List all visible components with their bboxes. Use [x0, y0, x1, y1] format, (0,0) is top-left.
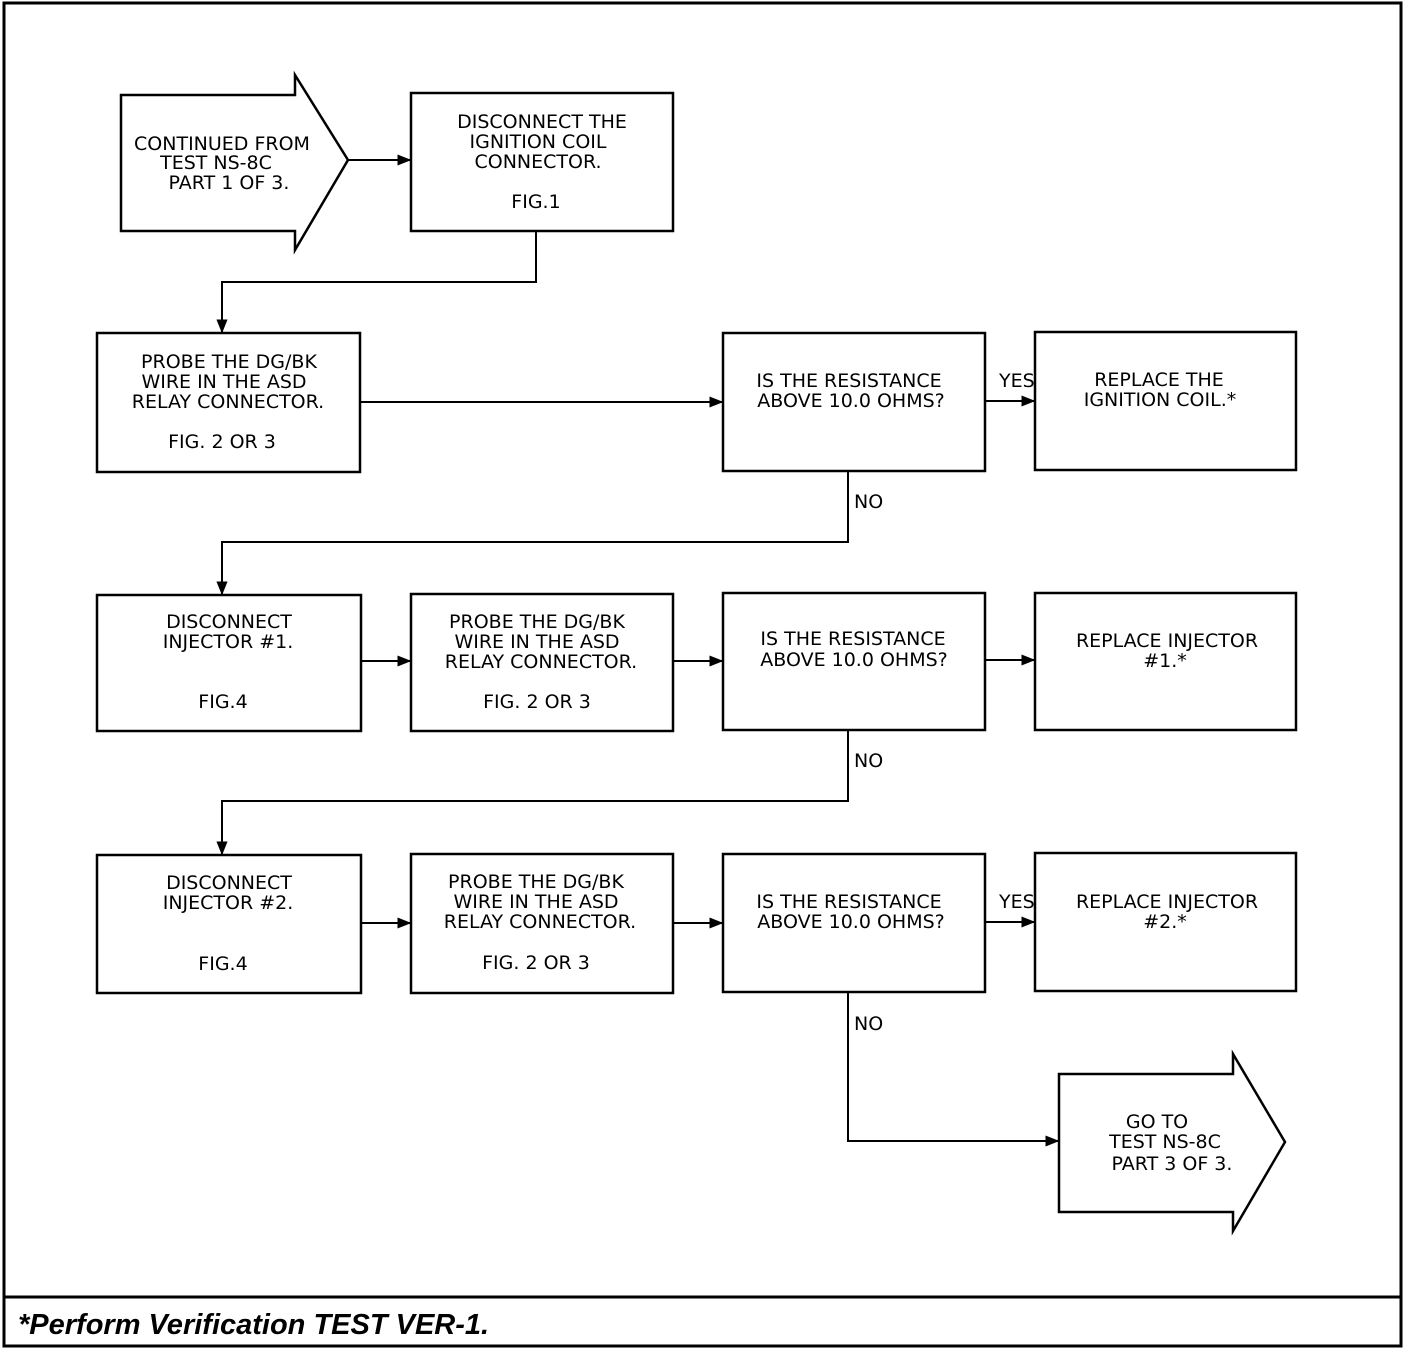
disconnect-ignition-coil-box: [409, 91, 675, 233]
row3-replace-line-1: REPLACE INJECTOR: [1076, 891, 1258, 913]
row2-no-label: NO: [854, 750, 883, 772]
row1-no-label: NO: [854, 491, 883, 513]
end-arrow-shape: [1057, 1049, 1287, 1236]
connector-step1-to-row1: [216, 231, 537, 334]
row3-disconnect-fig: FIG.4: [198, 953, 247, 975]
step1-line-2: IGNITION COIL: [470, 131, 607, 153]
row1-yes-label: YES: [998, 370, 1035, 392]
row3-decision-line-2: ABOVE 10.0 OHMS?: [757, 911, 945, 933]
row2-disconnect-line-2: INJECTOR #1.: [163, 631, 294, 653]
row3-probe-box: [409, 852, 675, 995]
row2-decision-line-1: IS THE RESISTANCE: [760, 628, 945, 650]
row2-decision-box: [721, 591, 987, 732]
end-line-3: PART 3 OF 3.: [1112, 1153, 1233, 1175]
row2-disconnect-line-1: DISCONNECT: [166, 611, 292, 633]
connector-row2-no: [216, 730, 849, 856]
connector-row1-no: [216, 471, 849, 596]
row3-probe-fig: FIG. 2 OR 3: [482, 952, 590, 974]
start-line-1: CONTINUED FROM: [134, 133, 310, 155]
connector-row3-no: [847, 992, 1060, 1147]
step1-line-1: DISCONNECT THE: [457, 111, 627, 133]
start-line-3: PART 1 OF 3.: [169, 172, 290, 194]
row1-decision-box: [721, 331, 987, 473]
end-line-2: TEST NS-8C: [1108, 1131, 1221, 1153]
footnote: *Perform Verification TEST VER-1.: [18, 1309, 489, 1341]
step1-line-3: CONNECTOR.: [474, 151, 601, 173]
row1-probe-line-1: PROBE THE DG/BK: [141, 351, 317, 373]
row3-disconnect-line-1: DISCONNECT: [166, 872, 292, 894]
row1-decision-line-1: IS THE RESISTANCE: [756, 370, 941, 392]
connectors: [216, 154, 1060, 1147]
row2-probe-line-1: PROBE THE DG/BK: [449, 611, 625, 633]
row2-probe-box: [409, 592, 675, 733]
row3-probe-line-3: RELAY CONNECTOR.: [444, 911, 636, 933]
row1-probe-box: [95, 331, 362, 474]
row3-yes-label: YES: [998, 891, 1035, 913]
row2-replace-box: [1033, 591, 1298, 732]
row3-no-label: NO: [854, 1013, 883, 1035]
start-line-2: TEST NS-8C: [159, 152, 272, 174]
row2-disconnect-fig: FIG.4: [198, 691, 247, 713]
row2-probe-line-3: RELAY CONNECTOR.: [445, 651, 637, 673]
row2-disconnect-box: [95, 593, 363, 733]
row1-replace-line-1: REPLACE THE: [1094, 369, 1224, 391]
row1-probe-line-2: WIRE IN THE ASD: [141, 371, 306, 393]
row3-disconnect-line-2: INJECTOR #2.: [163, 892, 294, 914]
row2-decision-line-2: ABOVE 10.0 OHMS?: [760, 649, 948, 671]
row3-probe-line-2: WIRE IN THE ASD: [453, 891, 618, 913]
row1-replace-line-2: IGNITION COIL.*: [1084, 389, 1237, 411]
row3-decision-box: [721, 852, 987, 994]
start-arrow-shape: [119, 70, 350, 255]
row3-replace-box: [1033, 851, 1298, 993]
step1-fig: FIG.1: [511, 191, 560, 213]
row1-probe-line-3: RELAY CONNECTOR.: [132, 391, 324, 413]
row2-probe-line-2: WIRE IN THE ASD: [454, 631, 619, 653]
end-line-1: GO TO: [1126, 1111, 1188, 1133]
row2-probe-fig: FIG. 2 OR 3: [483, 691, 591, 713]
row1-probe-fig: FIG. 2 OR 3: [168, 431, 276, 453]
row1-decision-line-2: ABOVE 10.0 OHMS?: [757, 390, 945, 412]
row2-replace-line-2: #1.*: [1143, 650, 1187, 672]
row2-replace-line-1: REPLACE INJECTOR: [1076, 630, 1258, 652]
row3-replace-line-2: #2.*: [1143, 911, 1187, 933]
row3-probe-line-1: PROBE THE DG/BK: [448, 871, 624, 893]
row3-decision-line-1: IS THE RESISTANCE: [756, 891, 941, 913]
